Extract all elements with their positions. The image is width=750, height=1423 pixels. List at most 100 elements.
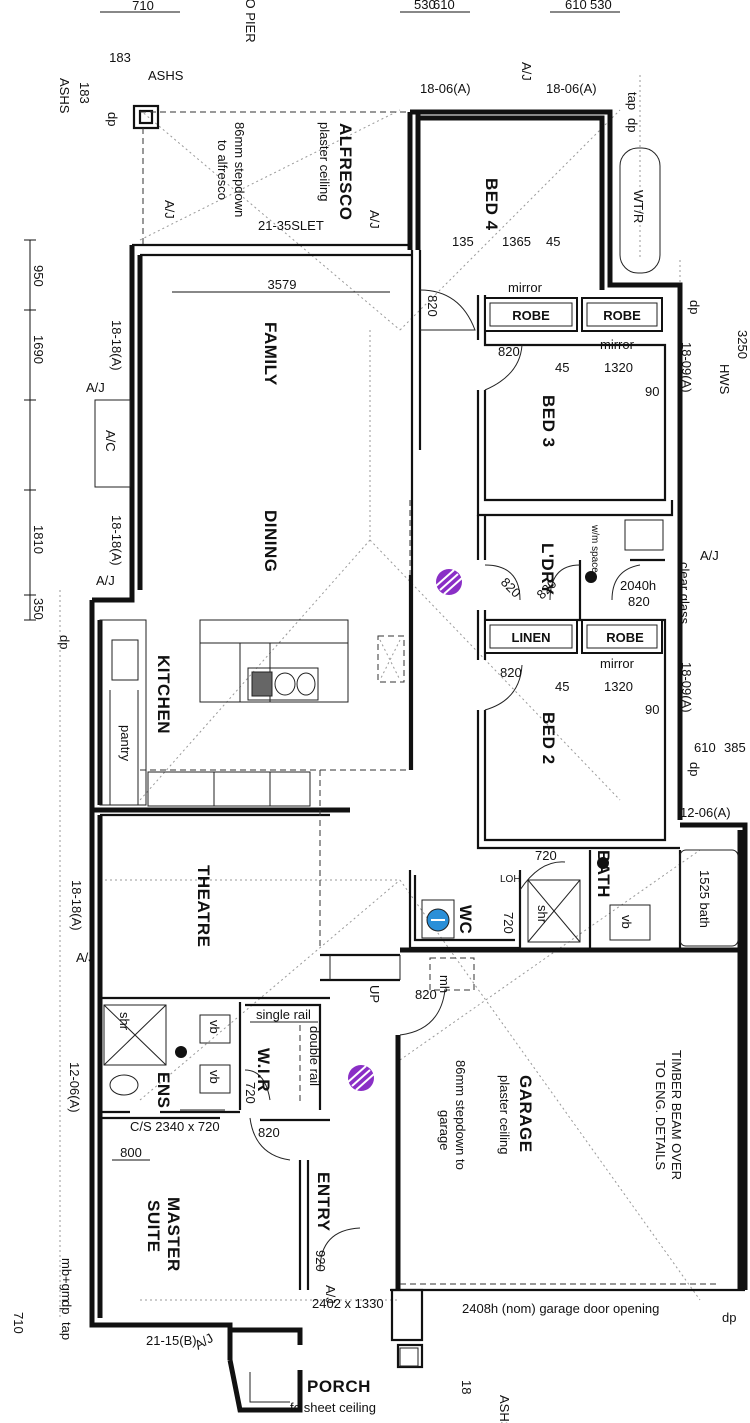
aj-marker-bed4: A/J bbox=[367, 210, 382, 229]
ref-18-18a-lower: 18-18(A) bbox=[69, 880, 84, 931]
exhaust-fan-bath-icon bbox=[597, 857, 609, 869]
robe-label-bed2: ROBE bbox=[606, 630, 644, 645]
garage-step-line1: 86mm stepdown to bbox=[453, 1060, 468, 1170]
fridge-space bbox=[111, 639, 139, 681]
door-garage bbox=[399, 989, 446, 1036]
dim-950-left: 950 bbox=[31, 265, 46, 287]
entry-window-size: 2402 x 1330 bbox=[312, 1296, 384, 1311]
ref-18-06a-left: 18-06(A) bbox=[420, 81, 471, 96]
door-master bbox=[249, 1117, 291, 1161]
shr-bath-label: shr bbox=[535, 905, 550, 924]
room-dining: DINING bbox=[261, 510, 280, 573]
dim-183-left: 183 bbox=[77, 82, 92, 104]
exhaust-fan-ens-icon bbox=[175, 1046, 187, 1058]
door-bath bbox=[519, 861, 566, 891]
hws-label: HWS bbox=[717, 364, 732, 395]
dp-top-left: dp bbox=[105, 112, 120, 126]
wm-space-label: w/m space bbox=[589, 524, 600, 573]
dim-1690-left: 1690 bbox=[31, 335, 46, 364]
vb-bath-label: vb bbox=[619, 915, 634, 929]
vb-ens-label-2: vb bbox=[207, 1070, 222, 1084]
dp-right-upper: dp bbox=[687, 300, 702, 314]
door-entry bbox=[319, 1227, 361, 1271]
right-annotations: 18-06(A) 18-06(A) tap dp dp HWS 3250 18-… bbox=[420, 81, 750, 1423]
porch-ceiling: fc sheet ceiling bbox=[290, 1400, 376, 1415]
room-alfresco: ALFRESCO bbox=[336, 123, 355, 221]
ens-toilet bbox=[109, 1074, 139, 1096]
ref-12-06a-left: 12-06(A) bbox=[67, 1062, 82, 1113]
kitchen-island bbox=[199, 619, 349, 703]
dp-right-mid: dp bbox=[687, 762, 702, 776]
dim-820-garage: 820 bbox=[415, 987, 437, 1002]
dim-820-master: 820 bbox=[258, 1125, 280, 1140]
aj-marker-alfresco: A/J bbox=[162, 200, 177, 219]
dim-530-top-left: 530 bbox=[414, 0, 436, 12]
dim-1365: 1365 bbox=[502, 234, 531, 249]
dim-1810-left: 1810 bbox=[31, 525, 46, 554]
tap-top-right: tap bbox=[625, 92, 640, 110]
dim-1320-bed3: 1320 bbox=[604, 360, 633, 375]
dim-3579: 3579 bbox=[268, 277, 297, 292]
ref-21-15b: 21-15(B) bbox=[146, 1333, 197, 1348]
dp-top-right: dp bbox=[625, 118, 640, 132]
wtr-label: WT/R bbox=[631, 190, 646, 223]
aj-marker-ac: A/J bbox=[86, 380, 105, 395]
door-ldry-left bbox=[484, 564, 521, 601]
ac-label: A/C bbox=[103, 430, 118, 452]
room-wir: W.I.R bbox=[254, 1048, 273, 1092]
room-garage: GARAGE bbox=[516, 1075, 535, 1153]
step-up-label: UP bbox=[367, 985, 382, 1003]
room-bed2: BED 2 bbox=[539, 712, 558, 765]
alfresco-ceiling: plaster ceiling bbox=[317, 122, 332, 202]
ref-18-09a-upper: 18-09(A) bbox=[679, 342, 694, 393]
manhole bbox=[429, 957, 475, 991]
bath-shower bbox=[527, 879, 581, 943]
dim-820-bed3: 820 bbox=[498, 344, 520, 359]
outer-walls bbox=[89, 104, 748, 1413]
dim-610-top-left: 610 bbox=[433, 0, 455, 12]
dim-45-bed3: 45 bbox=[555, 360, 569, 375]
loh-label: LOH bbox=[500, 874, 521, 885]
bath-tub bbox=[679, 849, 739, 947]
dim-720-wir: 720 bbox=[243, 1082, 258, 1104]
kitchen-sink bbox=[247, 667, 319, 701]
dp-left-mid: dp bbox=[57, 635, 72, 649]
bath-tub-label: 1525 bath bbox=[697, 870, 712, 928]
dim-45-bed4: 45 bbox=[546, 234, 560, 249]
dim-18-bottom: 18 bbox=[459, 1380, 474, 1394]
alfresco-pier-left bbox=[132, 104, 160, 130]
garage-door-opening: 2408h (nom) garage door opening bbox=[462, 1301, 659, 1316]
garage-step-line2: garage bbox=[437, 1110, 452, 1150]
room-bed3: BED 3 bbox=[539, 395, 558, 448]
ref-21-35slet: 21-35SLET bbox=[258, 218, 324, 233]
door-bed2 bbox=[484, 664, 523, 711]
dim-530-top-right: 530 bbox=[590, 0, 612, 12]
exhaust-fan-ldry-icon bbox=[585, 571, 597, 583]
dp-right-bottom: dp bbox=[722, 1310, 736, 1325]
aj-marker-kitchen: A/J bbox=[96, 573, 115, 588]
door-wir bbox=[244, 1069, 271, 1101]
room-porch: PORCH bbox=[307, 1377, 371, 1396]
ref-18-18a-upper: 18-18(A) bbox=[109, 320, 124, 371]
water-tank bbox=[619, 147, 661, 274]
ref-12-06a-right: 12-06(A) bbox=[680, 805, 731, 820]
room-entry: ENTRY bbox=[314, 1172, 333, 1232]
tap-left-bottom: tap bbox=[59, 1322, 74, 1340]
room-master-line1: MASTER bbox=[164, 1197, 183, 1272]
note-to-pier: G TO PIER bbox=[243, 0, 258, 43]
aj-marker-entry: A/J bbox=[323, 1285, 338, 1304]
mirror-bed4: mirror bbox=[508, 280, 543, 295]
dim-385-right: 385 bbox=[724, 740, 746, 755]
room-bed4: BED 4 bbox=[482, 178, 501, 231]
pantry-label: pantry bbox=[118, 725, 133, 762]
single-rail-label: single rail bbox=[256, 1007, 311, 1022]
doors bbox=[180, 289, 641, 1271]
door-bed4 bbox=[419, 289, 476, 331]
alfresco-step-line1: 86mm stepdown bbox=[232, 122, 247, 217]
room-wc: WC bbox=[456, 905, 475, 934]
dim-920-entry: 920 bbox=[313, 1250, 328, 1272]
robe-label-bed4: ROBE bbox=[512, 308, 550, 323]
mbgm-label: mb+gm bbox=[59, 1258, 74, 1302]
room-bath: BATH bbox=[594, 850, 613, 898]
